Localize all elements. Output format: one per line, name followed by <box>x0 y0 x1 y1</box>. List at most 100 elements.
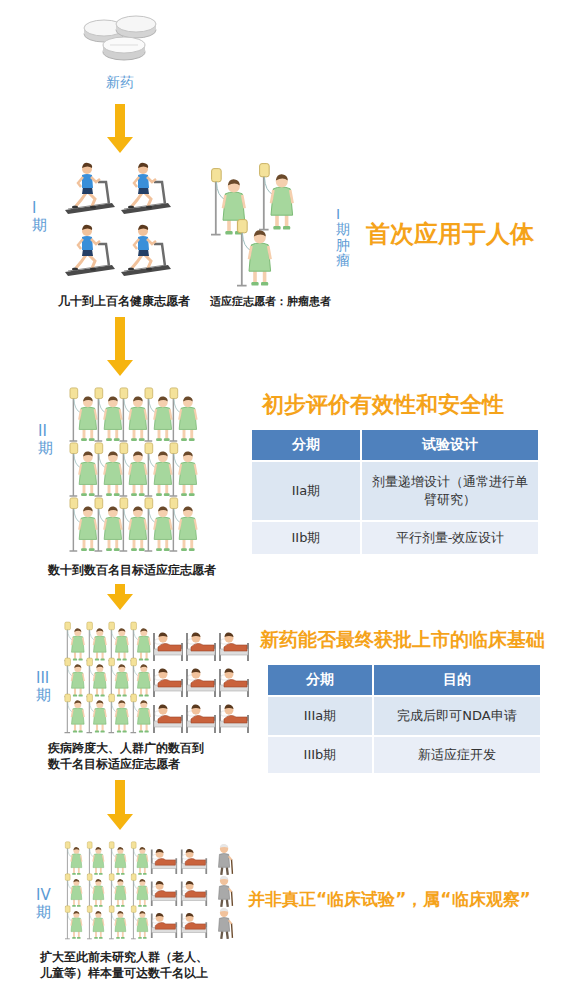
patient-figure <box>237 220 271 286</box>
phase-label: I期 <box>32 200 47 233</box>
volunteer-caption: 几十到上百名健康志愿者 <box>58 293 190 309</box>
bed-patient-figure <box>220 668 248 697</box>
phase-label: II期 <box>38 423 53 456</box>
patient-figure <box>65 842 82 875</box>
patient-figure <box>109 874 126 907</box>
runner-figure <box>65 225 115 276</box>
patient-figure <box>95 443 122 496</box>
table-header: 试验设计 <box>362 430 538 460</box>
patient-figure <box>95 498 122 551</box>
bed-patient-figure <box>187 704 215 733</box>
patient-figure <box>170 388 197 441</box>
phase-panel: III期疾病跨度大、人群广的数百到数千名目标适应症志愿者 <box>20 612 270 778</box>
patient-figure <box>65 906 82 939</box>
table-header: 目的 <box>374 665 540 695</box>
phase-heading: 初步评价有效性和安全性 <box>262 390 552 420</box>
elder-figure <box>219 876 233 907</box>
phase-heading: 并非真正“临床试验”，属“临床观察” <box>248 886 558 912</box>
phase-heading: 首次应用于人体 <box>366 218 556 250</box>
patient-figure <box>120 388 147 441</box>
volunteer-caption: 数十到数百名目标适应症志愿者 <box>48 562 216 578</box>
patient-figure <box>120 498 147 551</box>
patient-figure <box>170 443 197 496</box>
patient-figure <box>170 498 197 551</box>
table-cell: IIIa期 <box>268 697 372 735</box>
phase-heading: 新药能否最终获批上市的临床基础 <box>260 626 558 654</box>
table-cell: 平行剂量-效应设计 <box>362 522 538 554</box>
runner-figure <box>121 225 171 276</box>
bed-patient-figure <box>220 704 248 733</box>
phase-panel: II期数十到数百名目标适应症志愿者 <box>20 378 240 582</box>
bed-patient-figure <box>152 913 177 938</box>
table-cell: IIa期 <box>252 462 360 520</box>
patient-figure <box>120 443 147 496</box>
patient-figure <box>70 443 97 496</box>
patient-figure <box>259 164 293 230</box>
table-cell: IIb期 <box>252 522 360 554</box>
patient-figure <box>131 658 151 697</box>
drug-label: 新药 <box>106 74 134 92</box>
table-header: 分期 <box>252 430 360 460</box>
elder-figure <box>219 844 233 875</box>
patient-figure <box>109 694 129 733</box>
patient-figure-group <box>70 388 197 551</box>
phase-panel: I期几十到上百名健康志愿者 适应症志愿者：肿瘤患者 I期肿瘤 <box>20 155 355 315</box>
patient-figure <box>65 874 82 907</box>
volunteer-caption: 疾病跨度大、人群广的数百到数千名目标适应症志愿者 <box>48 740 210 772</box>
patient-figure <box>87 694 107 733</box>
bed-patient-figure-group <box>154 632 248 733</box>
tumor-patients <box>211 164 293 286</box>
patient-figure <box>131 842 148 875</box>
treadmill-volunteers <box>65 163 171 276</box>
patient-figure <box>87 906 104 939</box>
bed-patient-figure <box>182 913 207 938</box>
patient-figure <box>109 906 126 939</box>
runner-figure <box>121 163 171 214</box>
flow-arrow <box>107 317 133 376</box>
patient-figure <box>87 622 107 661</box>
bed-patient-figure-group <box>152 849 207 938</box>
patient-figure <box>109 622 129 661</box>
patient-figure <box>70 388 97 441</box>
patient-figure <box>145 498 172 551</box>
table-cell: 剂量递增设计（通常进行单臂研究） <box>362 462 538 520</box>
patient-figure <box>70 498 97 551</box>
patient-figure-group <box>65 842 148 939</box>
drug-icon-box: 新药 <box>70 2 170 102</box>
flow-arrow <box>107 780 133 830</box>
bed-patient-figure <box>152 849 177 874</box>
bed-patient-figure <box>154 704 182 733</box>
flow-arrow <box>107 584 133 610</box>
patient-figure <box>131 622 151 661</box>
elder-figure-group <box>219 844 233 939</box>
bed-patient-figure <box>154 668 182 697</box>
patient-figure-group <box>65 622 151 733</box>
phase-label: I期肿瘤 <box>336 207 350 269</box>
bed-patient-figure <box>182 881 207 906</box>
patient-figure <box>65 658 85 697</box>
runner-figure <box>65 163 115 214</box>
patient-figure <box>95 388 122 441</box>
patient-figure <box>131 874 148 907</box>
bed-patient-figure <box>187 632 215 661</box>
table-cell: 新适应症开发 <box>374 737 540 773</box>
pill-icon <box>84 16 156 60</box>
volunteer-caption: 适应症志愿者：肿瘤患者 <box>210 294 331 310</box>
bed-patient-figure <box>154 632 182 661</box>
phase-panel: IV期扩大至此前未研究人群（老人、儿童等）样本量可达数千名以上 <box>20 832 250 997</box>
patient-figure <box>65 622 85 661</box>
patient-figure <box>145 443 172 496</box>
patient-figure <box>87 874 104 907</box>
phase-label: III期 <box>36 670 51 703</box>
patient-figure <box>109 842 126 875</box>
phase-label: IV期 <box>36 887 51 920</box>
elder-figure <box>219 908 233 939</box>
patient-figure <box>131 906 148 939</box>
flow-arrow <box>107 104 133 153</box>
bed-patient-figure <box>182 849 207 874</box>
table-header: 分期 <box>268 665 372 695</box>
patient-figure <box>131 694 151 733</box>
bed-patient-figure <box>187 668 215 697</box>
patient-figure <box>109 658 129 697</box>
patient-figure <box>87 658 107 697</box>
